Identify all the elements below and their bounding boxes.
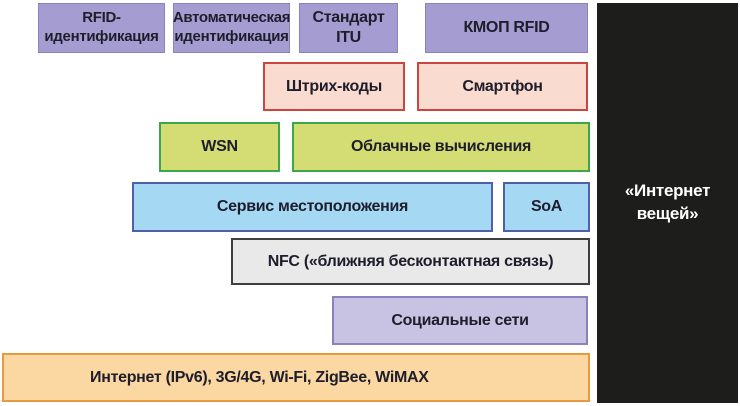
box-nfc: NFC («ближняя бесконтактная связь)	[231, 238, 590, 285]
box-cloud-computing: Облачные вычисления	[292, 122, 590, 172]
box-rfid-identification: RFID-идентификация	[38, 3, 165, 53]
box-barcodes: Штрих-коды	[263, 62, 405, 111]
box-cmos-rfid: КМОП RFID	[425, 3, 588, 53]
box-social-networks: Социальные сети	[332, 296, 588, 345]
iot-panel: «Интернет вещей»	[597, 3, 738, 403]
box-location-service: Сервис местоположения	[132, 182, 493, 232]
box-automatic-identification: Автоматическая идентификация	[173, 3, 290, 53]
iot-panel-label: «Интернет вещей»	[624, 181, 711, 223]
box-itu-standard: Стандарт ITU	[299, 3, 398, 53]
box-internet-protocols: Интернет (IPv6), 3G/4G, Wi-Fi, ZigBee, W…	[2, 353, 590, 402]
box-wsn: WSN	[159, 122, 280, 172]
box-smartphone: Смартфон	[417, 62, 588, 111]
box-soa: SoA	[503, 182, 590, 232]
